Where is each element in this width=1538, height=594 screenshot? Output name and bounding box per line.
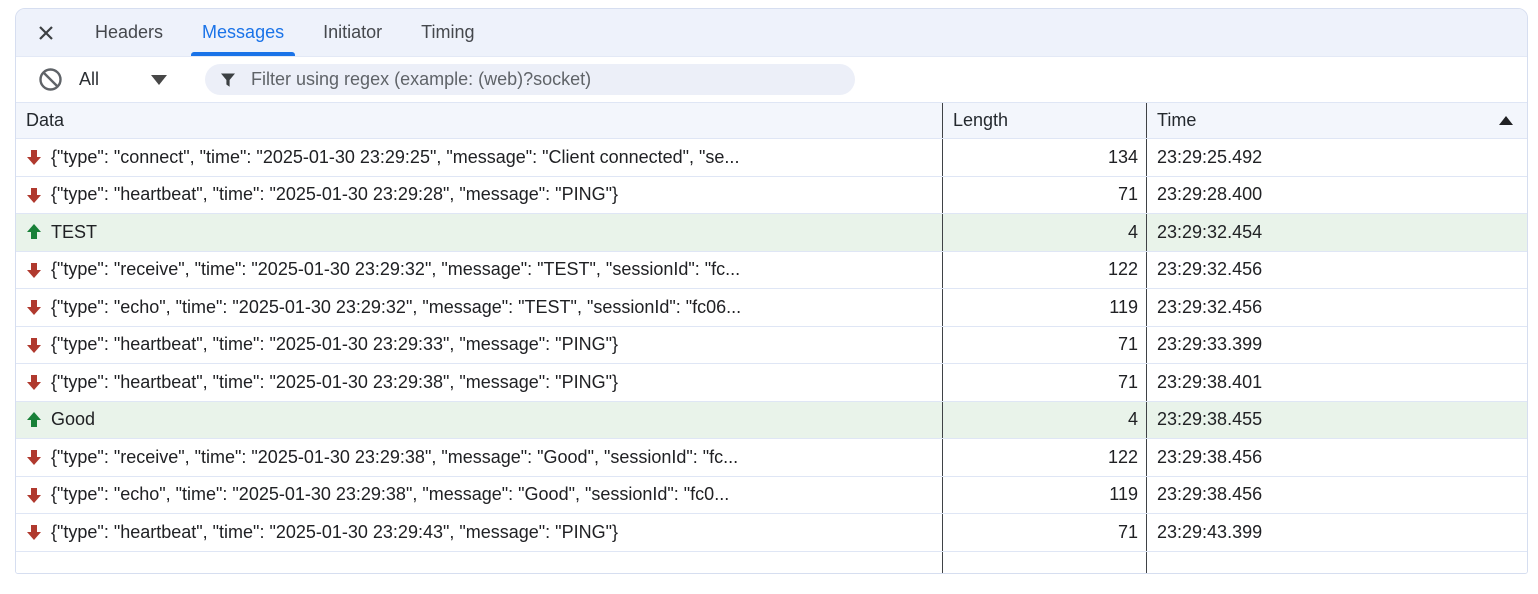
messages-list: {"type": "connect", "time": "2025-01-30 …: [16, 139, 1527, 573]
message-length: 122: [1107, 259, 1138, 280]
message-length: 71: [1117, 521, 1138, 542]
network-request-detail-panel: Headers Messages Initiator Timing All: [15, 8, 1528, 574]
message-time: 23:29:25.492: [1157, 146, 1263, 167]
filter-selected-value: All: [79, 69, 100, 89]
messages-toolbar: All: [16, 57, 1527, 103]
received-arrow-icon: [26, 373, 42, 391]
message-row[interactable]: {"type": "heartbeat", "time": "2025-01-3…: [16, 176, 1527, 214]
message-time: 23:29:32.454: [1157, 221, 1263, 242]
sort-ascending-icon: [1499, 116, 1513, 125]
message-data: Good: [51, 409, 96, 430]
message-time: 23:29:28.400: [1157, 184, 1263, 205]
message-row[interactable]: {"type": "echo", "time": "2025-01-30 23:…: [16, 476, 1527, 514]
tab-timing[interactable]: Timing: [421, 22, 475, 42]
message-time: 23:29:43.399: [1157, 521, 1263, 542]
message-data: {"type": "receive", "time": "2025-01-30 …: [51, 446, 739, 467]
sent-arrow-icon: [26, 411, 42, 429]
received-arrow-icon: [26, 186, 42, 204]
message-length: 4: [1127, 221, 1138, 242]
message-row[interactable]: {"type": "echo", "time": "2025-01-30 23:…: [16, 289, 1527, 327]
grid-header-row: Data Length Time: [16, 103, 1527, 139]
message-length: 4: [1127, 409, 1138, 430]
regex-filter-field: [205, 64, 856, 95]
message-data: {"type": "receive", "time": "2025-01-30 …: [51, 259, 741, 280]
message-row[interactable]: TEST 4 23:29:32.454: [16, 214, 1527, 252]
message-length: 119: [1109, 296, 1138, 317]
message-row[interactable]: {"type": "heartbeat", "time": "2025-01-3…: [16, 514, 1527, 552]
received-arrow-icon: [26, 261, 42, 279]
block-icon: [38, 67, 63, 92]
message-row[interactable]: {"type": "receive", "time": "2025-01-30 …: [16, 439, 1527, 477]
message-time: 23:29:38.456: [1157, 484, 1263, 505]
column-header-data[interactable]: Data: [16, 103, 943, 138]
message-time: 23:29:38.401: [1157, 371, 1263, 392]
message-row[interactable]: {"type": "heartbeat", "time": "2025-01-3…: [16, 326, 1527, 364]
message-length: 134: [1107, 146, 1138, 167]
message-data: {"type": "heartbeat", "time": "2025-01-3…: [51, 334, 618, 355]
message-time: 23:29:32.456: [1157, 259, 1263, 280]
close-icon: [37, 24, 55, 42]
column-header-length[interactable]: Length: [943, 103, 1147, 138]
received-arrow-icon: [26, 523, 42, 541]
message-row[interactable]: {"type": "heartbeat", "time": "2025-01-3…: [16, 364, 1527, 402]
message-length: 71: [1117, 184, 1138, 205]
tab-initiator[interactable]: Initiator: [323, 22, 383, 42]
filter-funnel-icon: [219, 71, 237, 89]
tab-messages[interactable]: Messages: [191, 9, 296, 56]
active-tab-underline: [191, 52, 296, 56]
message-time: 23:29:32.456: [1157, 296, 1263, 317]
empty-filler-row: [16, 551, 1527, 573]
message-data: {"type": "heartbeat", "time": "2025-01-3…: [51, 371, 618, 392]
detail-tab-bar: Headers Messages Initiator Timing: [16, 9, 1527, 57]
message-time: 23:29:38.456: [1157, 446, 1263, 467]
message-time: 23:29:38.455: [1157, 409, 1263, 430]
column-header-time[interactable]: Time: [1147, 103, 1527, 138]
message-length: 122: [1107, 446, 1138, 467]
received-arrow-icon: [26, 336, 42, 354]
message-data: {"type": "echo", "time": "2025-01-30 23:…: [51, 296, 742, 317]
tab-list: Headers Messages Initiator Timing: [84, 9, 485, 56]
message-data: {"type": "heartbeat", "time": "2025-01-3…: [51, 521, 618, 542]
message-data: {"type": "heartbeat", "time": "2025-01-3…: [51, 184, 618, 205]
received-arrow-icon: [26, 148, 42, 166]
received-arrow-icon: [26, 298, 42, 316]
received-arrow-icon: [26, 448, 42, 466]
chevron-down-icon: [151, 74, 168, 85]
regex-filter-input[interactable]: [249, 68, 842, 91]
sent-arrow-icon: [26, 223, 42, 241]
message-data: {"type": "connect", "time": "2025-01-30 …: [51, 146, 740, 167]
tab-headers[interactable]: Headers: [95, 22, 164, 42]
message-data: TEST: [51, 221, 98, 242]
received-arrow-icon: [26, 486, 42, 504]
message-length: 71: [1117, 334, 1138, 355]
close-panel-button[interactable]: [35, 22, 57, 44]
message-row[interactable]: {"type": "receive", "time": "2025-01-30 …: [16, 251, 1527, 289]
message-row[interactable]: Good 4 23:29:38.455: [16, 401, 1527, 439]
message-time: 23:29:33.399: [1157, 334, 1263, 355]
message-length: 71: [1117, 371, 1138, 392]
message-type-filter-dropdown[interactable]: All: [63, 69, 168, 90]
message-data: {"type": "echo", "time": "2025-01-30 23:…: [51, 484, 730, 505]
message-row[interactable]: {"type": "connect", "time": "2025-01-30 …: [16, 139, 1527, 177]
clear-messages-button[interactable]: [38, 67, 63, 92]
message-length: 119: [1109, 484, 1138, 505]
